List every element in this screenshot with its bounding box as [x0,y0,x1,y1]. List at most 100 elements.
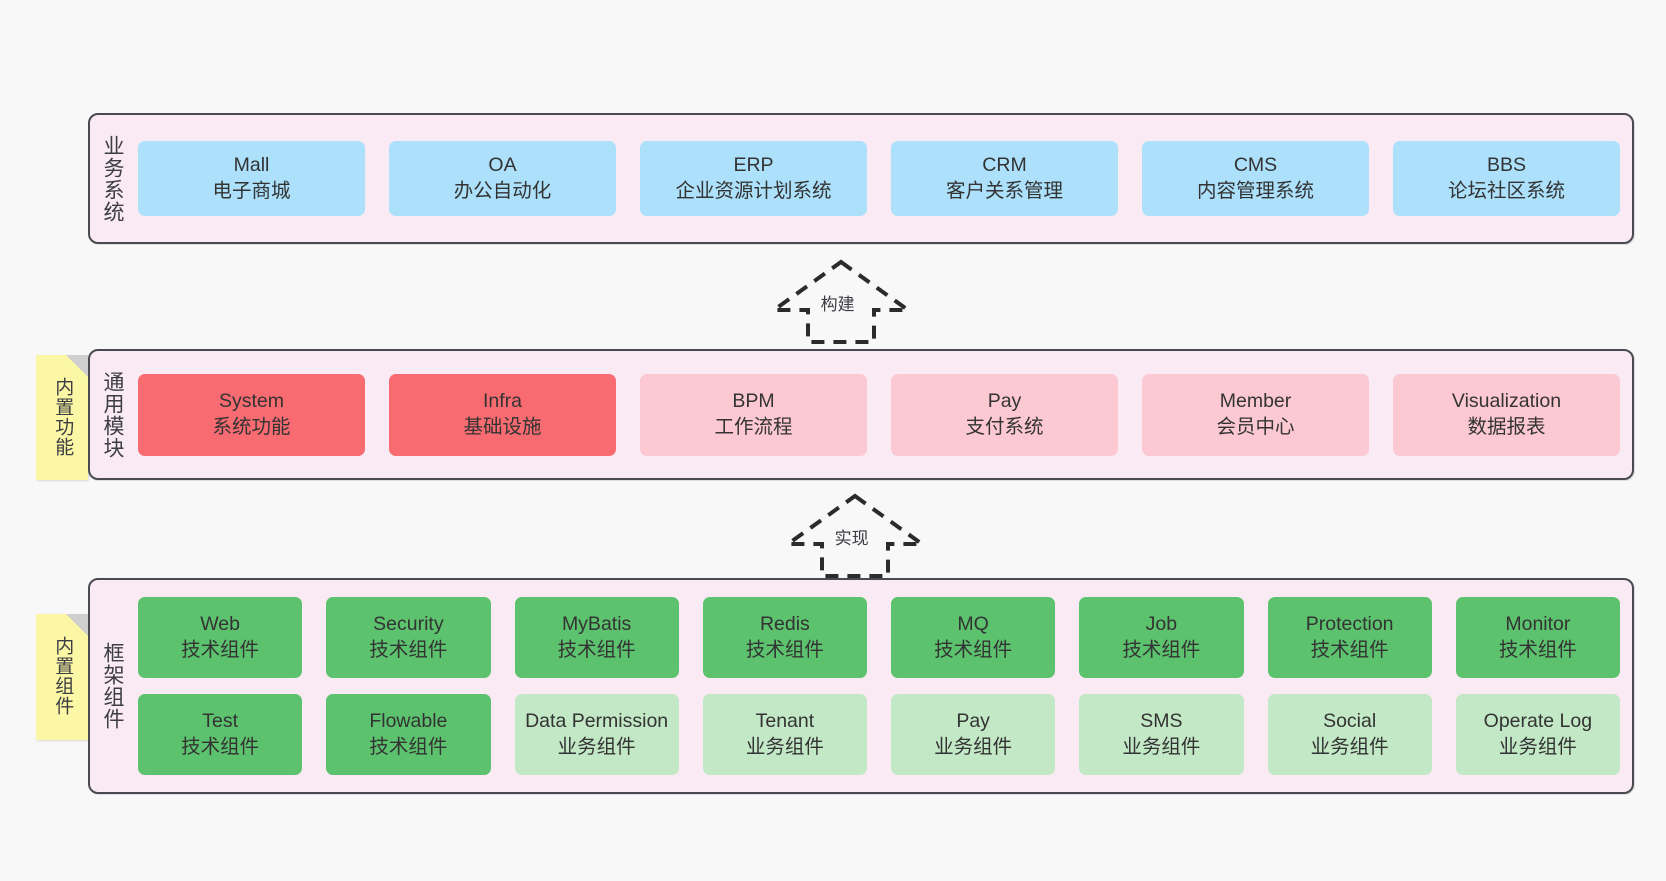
layer-body-business-systems: Mall 电子商城 OA 办公自动化 ERP 企业资源计划系统 CRM 客户关系… [134,115,1632,242]
card-subtitle: 技术组件 [934,638,1013,661]
card-title: Infra [482,390,523,413]
card-protection[interactable]: Protection 技术组件 [1267,597,1432,678]
card-title: Flowable [369,710,448,733]
card-flowable[interactable]: Flowable 技术组件 [326,694,491,775]
generalization-arrow-icon [767,259,915,344]
sticky-note-label: 内置功能 [52,376,74,457]
card-mall[interactable]: Mall 电子商城 [138,141,365,216]
card-subtitle: 技术组件 [369,735,448,758]
card-security[interactable]: Security 技术组件 [326,597,491,678]
layer-title-common-modules: 通用模块 [100,370,124,459]
card-operate-log[interactable]: Operate Log 业务组件 [1455,694,1620,775]
layer-framework-components: 框架组件 Web 技术组件 Security 技术组件 MyBatis 技术组件… [88,578,1634,794]
generalization-arrow-icon [781,493,929,578]
card-subtitle: 技术组件 [181,735,260,758]
card-title: CRM [982,154,1027,177]
card-subtitle: 业务组件 [1310,735,1389,758]
card-redis[interactable]: Redis 技术组件 [702,597,867,678]
card-subtitle: 客户关系管理 [945,179,1063,202]
connector-label: 构建 [818,294,857,315]
card-row: Test 技术组件 Flowable 技术组件 Data Permission … [138,694,1620,775]
layer-body-framework-components: Web 技术组件 Security 技术组件 MyBatis 技术组件 Redi… [134,580,1632,792]
connector-label: 实现 [832,528,871,549]
card-sms[interactable]: SMS 业务组件 [1079,694,1244,775]
card-title: Redis [759,613,810,636]
card-title: BBS [1486,154,1527,177]
card-visualization[interactable]: Visualization 数据报表 [1393,373,1620,456]
layer-title-framework-components: 框架组件 [100,642,124,730]
card-subtitle: 会员中心 [1216,415,1295,438]
card-subtitle: 技术组件 [1498,638,1577,661]
card-row: Web 技术组件 Security 技术组件 MyBatis 技术组件 Redi… [138,597,1620,678]
card-subtitle: 内容管理系统 [1196,179,1314,202]
card-subtitle: 技术组件 [745,638,824,661]
card-title: System [218,390,284,413]
card-title: Protection [1305,613,1394,636]
card-title: Social [1323,710,1377,733]
card-social[interactable]: Social 业务组件 [1267,694,1432,775]
card-data-permission[interactable]: Data Permission 业务组件 [514,694,679,775]
fold-corner-icon [66,355,88,377]
card-title: MyBatis [561,613,632,636]
card-monitor[interactable]: Monitor 技术组件 [1455,597,1620,678]
card-pay-component[interactable]: Pay 业务组件 [891,694,1056,775]
card-subtitle: 业务组件 [745,735,824,758]
card-title: Mall [233,154,270,177]
card-row: Mall 电子商城 OA 办公自动化 ERP 企业资源计划系统 CRM 客户关系… [138,141,1620,216]
card-subtitle: 电子商城 [212,179,291,202]
card-subtitle: 数据报表 [1467,415,1546,438]
fold-corner-icon [66,614,88,636]
card-title: Operate Log [1483,710,1593,733]
card-erp[interactable]: ERP 企业资源计划系统 [640,141,867,216]
card-cms[interactable]: CMS 内容管理系统 [1142,141,1369,216]
card-subtitle: 技术组件 [369,638,448,661]
card-subtitle: 企业资源计划系统 [675,179,832,202]
card-subtitle: 技术组件 [181,638,260,661]
card-member[interactable]: Member 会员中心 [1142,373,1369,456]
card-web[interactable]: Web 技术组件 [138,597,303,678]
card-title: Tenant [755,710,815,733]
card-tenant[interactable]: Tenant 业务组件 [702,694,867,775]
card-mq[interactable]: MQ 技术组件 [891,597,1056,678]
connector-implement: 实现 [770,492,940,578]
card-subtitle: 论坛社区系统 [1447,179,1565,202]
card-oa[interactable]: OA 办公自动化 [389,141,616,216]
layer-common-modules: 通用模块 System 系统功能 Infra 基础设施 BPM 工作流程 Pay… [88,349,1634,480]
card-subtitle: 业务组件 [934,735,1013,758]
card-subtitle: 技术组件 [557,638,636,661]
card-subtitle: 系统功能 [212,415,291,438]
card-crm[interactable]: CRM 客户关系管理 [891,141,1118,216]
card-subtitle: 技术组件 [1122,638,1201,661]
card-infra[interactable]: Infra 基础设施 [389,373,616,456]
connector-build: 构建 [756,258,926,344]
card-title: Job [1145,613,1178,636]
card-test[interactable]: Test 技术组件 [138,694,303,775]
card-title: BPM [732,390,775,413]
layer-body-common-modules: System 系统功能 Infra 基础设施 BPM 工作流程 Pay 支付系统… [134,351,1632,478]
card-bbs[interactable]: BBS 论坛社区系统 [1393,141,1620,216]
card-subtitle: 工作流程 [714,415,793,438]
card-system[interactable]: System 系统功能 [138,373,365,456]
card-subtitle: 业务组件 [1122,735,1201,758]
card-row: System 系统功能 Infra 基础设施 BPM 工作流程 Pay 支付系统… [138,373,1620,456]
card-pay-module[interactable]: Pay 支付系统 [891,373,1118,456]
card-title: Test [202,710,238,733]
card-title: Data Permission [525,710,669,733]
layer-title-business-systems: 业务系统 [100,134,124,223]
card-bpm[interactable]: BPM 工作流程 [640,373,867,456]
card-title: ERP [733,154,774,177]
card-title: Pay [987,390,1022,413]
layer-business-systems: 业务系统 Mall 电子商城 OA 办公自动化 ERP 企业资源计划系统 CRM… [88,113,1634,244]
card-subtitle: 技术组件 [1310,638,1389,661]
card-mybatis[interactable]: MyBatis 技术组件 [514,597,679,678]
card-title: MQ [957,613,989,636]
card-title: OA [488,154,517,177]
card-job[interactable]: Job 技术组件 [1079,597,1244,678]
sticky-note-label: 内置组件 [52,636,74,716]
card-title: SMS [1140,710,1183,733]
card-title: CMS [1233,154,1278,177]
card-title: Member [1219,390,1292,413]
card-title: Pay [956,710,990,733]
card-title: Monitor [1505,613,1571,636]
